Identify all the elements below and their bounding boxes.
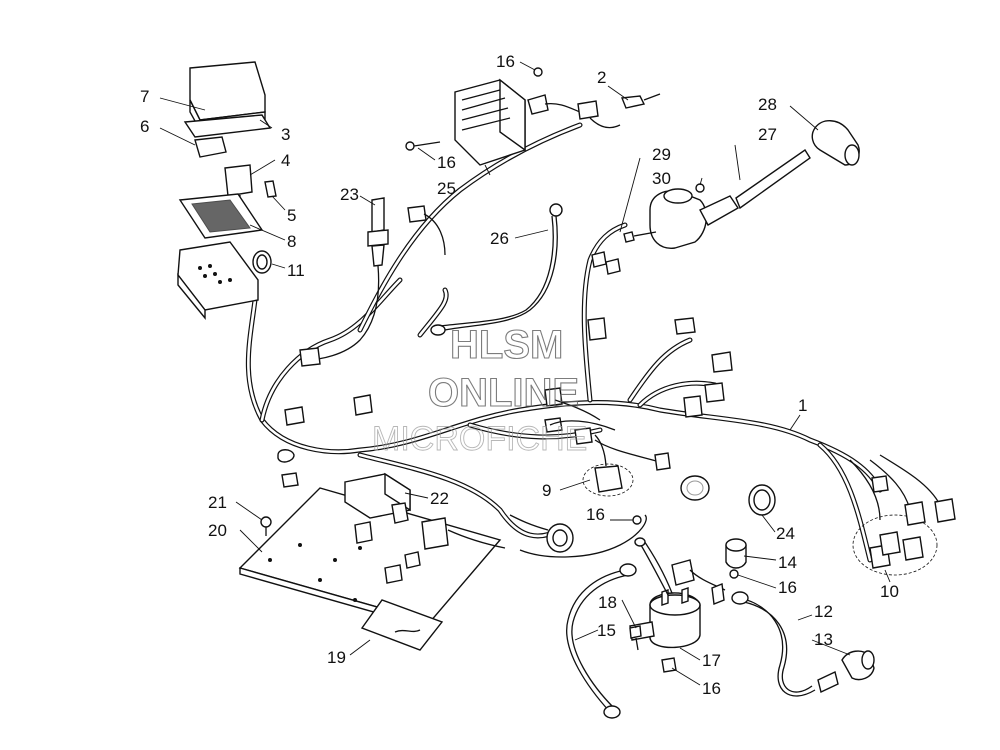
callout-29: 29 bbox=[652, 145, 671, 164]
callout-7: 7 bbox=[140, 87, 149, 106]
regulator-connector bbox=[577, 100, 621, 129]
callout-11: 11 bbox=[287, 261, 305, 280]
callout-6: 6 bbox=[140, 117, 149, 136]
plate-screw bbox=[260, 516, 272, 536]
callout-30: 30 bbox=[652, 169, 671, 188]
callout-3: 3 bbox=[281, 125, 290, 144]
callout-21: 21 bbox=[208, 493, 227, 512]
small-connector-top bbox=[407, 205, 446, 256]
solenoid-cables bbox=[519, 514, 739, 605]
fuse bbox=[264, 180, 277, 198]
fuse-box-gasket bbox=[183, 114, 272, 138]
callout-5: 5 bbox=[287, 206, 296, 225]
right-connector-group bbox=[849, 454, 956, 576]
callout-4: 4 bbox=[281, 151, 290, 170]
retainer-clip-ring bbox=[252, 250, 272, 274]
ignition-coil bbox=[649, 188, 739, 249]
callout-22: 22 bbox=[430, 489, 449, 508]
callout-16-top: 16 bbox=[496, 52, 515, 71]
harness-connectors bbox=[277, 317, 733, 488]
watermark-line-1: HLSM bbox=[450, 323, 563, 367]
callout-16-mid: 16 bbox=[586, 505, 605, 524]
main-wiring-harness bbox=[245, 122, 883, 563]
watermark-line-2: ONLINE bbox=[428, 371, 579, 415]
callout-16-right: 16 bbox=[778, 578, 797, 597]
ground-wire bbox=[430, 203, 563, 336]
starter-solenoid bbox=[629, 587, 701, 649]
callout-13: 13 bbox=[814, 630, 833, 649]
coil-connectors bbox=[591, 251, 621, 275]
callout-25: 25 bbox=[437, 179, 456, 198]
solenoid-screw bbox=[629, 625, 642, 651]
callout-27: 27 bbox=[758, 125, 777, 144]
callout-19: 19 bbox=[327, 648, 346, 667]
light-socket bbox=[680, 475, 710, 501]
fuse-panel-board bbox=[178, 193, 264, 239]
screw-regulator bbox=[405, 141, 441, 151]
cdi-module bbox=[344, 472, 411, 524]
callout-18: 18 bbox=[598, 593, 617, 612]
coil-washer bbox=[695, 183, 705, 193]
callout-14: 14 bbox=[778, 553, 797, 572]
callout-1: 1 bbox=[798, 396, 807, 415]
wire-terminal-lead bbox=[621, 93, 661, 109]
callout-16-regulator: 16 bbox=[437, 153, 456, 172]
callout-24: 24 bbox=[776, 524, 795, 543]
callout-28: 28 bbox=[758, 95, 777, 114]
spark-plug-boot bbox=[811, 120, 860, 166]
voltage-regulator bbox=[454, 78, 581, 166]
connector-plug bbox=[582, 434, 634, 497]
oxygen-sensor bbox=[299, 197, 389, 367]
callout-15: 15 bbox=[597, 621, 616, 640]
watermark-line-3: MICROFICHE bbox=[372, 420, 587, 458]
fuse-box-base bbox=[177, 241, 259, 320]
watermark: HLSM ONLINE MICROFICHE bbox=[372, 322, 588, 458]
cable-boot-solenoid bbox=[725, 538, 747, 569]
callout-20: 20 bbox=[208, 521, 227, 540]
battery-cable-negative bbox=[566, 563, 637, 719]
callout-23: 23 bbox=[340, 185, 359, 204]
spark-plug-wire bbox=[735, 149, 811, 210]
callout-10: 10 bbox=[880, 582, 899, 601]
round-connector bbox=[509, 514, 574, 553]
cable-boot-positive bbox=[841, 650, 875, 681]
grommet bbox=[748, 484, 776, 516]
label-decal bbox=[360, 564, 444, 651]
callout-17: 17 bbox=[702, 651, 721, 670]
coil-screw bbox=[623, 231, 657, 243]
solenoid-nut bbox=[661, 657, 677, 673]
callout-numbers: 1 2 3 4 5 6 7 8 9 10 11 12 13 14 15 16 1… bbox=[140, 52, 899, 698]
leader-lines bbox=[159, 61, 891, 686]
battery-cable-positive bbox=[731, 591, 839, 697]
nut-regulator bbox=[533, 67, 543, 77]
callout-26: 26 bbox=[490, 229, 509, 248]
callout-8: 8 bbox=[287, 232, 296, 251]
callout-2: 2 bbox=[597, 68, 606, 87]
relay-small bbox=[194, 136, 227, 158]
module-connector bbox=[421, 517, 506, 550]
callout-16-bottom: 16 bbox=[702, 679, 721, 698]
callout-9: 9 bbox=[542, 481, 551, 500]
callout-12: 12 bbox=[814, 602, 833, 621]
